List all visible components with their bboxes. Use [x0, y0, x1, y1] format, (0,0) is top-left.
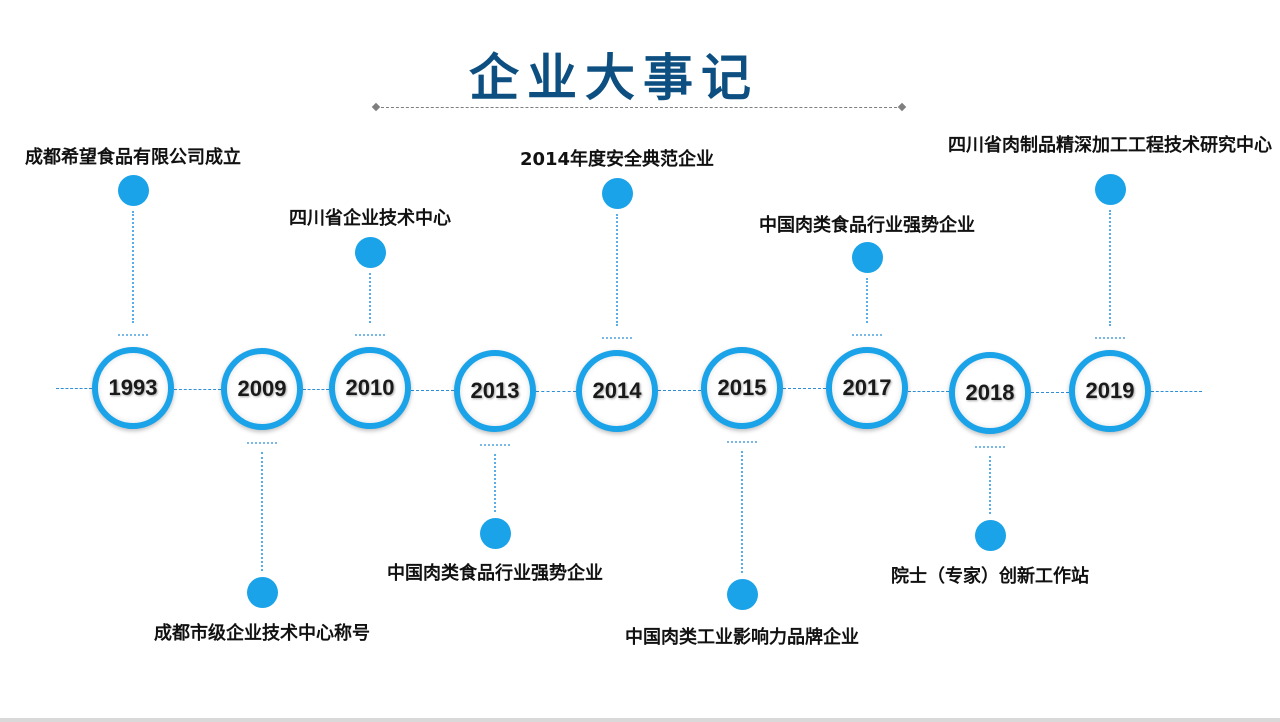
event-dot — [247, 577, 278, 608]
timeline-axis-segment — [1151, 391, 1202, 392]
year-node: 2015 — [701, 347, 783, 429]
year-node: 2018 — [949, 352, 1031, 434]
event-dot — [852, 242, 883, 273]
connector-line — [741, 451, 743, 573]
year-label: 2018 — [965, 380, 1015, 405]
timeline-axis-segment — [536, 391, 576, 392]
connector-tick — [480, 444, 510, 446]
bottom-border — [0, 718, 1280, 722]
title-divider — [376, 107, 902, 108]
connector-tick — [727, 441, 757, 443]
year-node: 2019 — [1069, 350, 1151, 432]
event-dot — [355, 237, 386, 268]
year-label: 2013 — [470, 378, 520, 403]
year-label: 2017 — [842, 375, 892, 400]
connector-line — [261, 452, 263, 571]
event-dot — [975, 520, 1006, 551]
event-dot — [118, 175, 149, 206]
year-node: 2014 — [576, 350, 658, 432]
connector-tick — [975, 446, 1005, 448]
event-label: 四川省肉制品精深加工工程技术研究中心 — [948, 135, 1272, 156]
page-title: 企业大事记 — [469, 49, 759, 107]
year-node: 1993 — [92, 347, 174, 429]
event-label: 成都希望食品有限公司成立 — [25, 147, 241, 168]
year-node: 2017 — [826, 347, 908, 429]
event-dot — [727, 579, 758, 610]
year-node: 2009 — [221, 348, 303, 430]
connector-line — [989, 456, 991, 514]
event-dot — [602, 178, 633, 209]
year-label: 1993 — [108, 375, 158, 400]
timeline-axis-segment — [1031, 392, 1069, 393]
connector-tick — [602, 337, 632, 339]
event-label: 四川省企业技术中心 — [289, 208, 451, 229]
year-node: 2010 — [329, 347, 411, 429]
timeline-axis-segment — [411, 390, 454, 391]
event-label: 成都市级企业技术中心称号 — [154, 623, 370, 644]
year-label: 2009 — [237, 376, 287, 401]
year-label: 2019 — [1085, 378, 1135, 403]
event-label: 2014年度安全典范企业 — [519, 149, 715, 170]
event-label: 院士（专家）创新工作站 — [891, 566, 1089, 587]
year-label: 2014 — [592, 378, 642, 403]
timeline-axis-segment — [174, 389, 221, 390]
connector-tick — [1095, 337, 1125, 339]
timeline-axis-segment — [908, 391, 949, 392]
connector-line — [132, 211, 134, 323]
connector-tick — [118, 334, 148, 336]
year-node: 2013 — [454, 350, 536, 432]
connector-line — [369, 273, 371, 323]
connector-tick — [247, 442, 277, 444]
event-label: 中国肉类食品行业强势企业 — [759, 215, 975, 236]
timeline-axis-segment — [56, 388, 92, 389]
timeline-axis-segment — [783, 388, 826, 389]
connector-tick — [852, 334, 882, 336]
year-label: 2010 — [345, 375, 395, 400]
event-dot — [480, 518, 511, 549]
event-label: 中国肉类食品行业强势企业 — [387, 563, 603, 584]
timeline-axis-segment — [303, 389, 329, 390]
connector-line — [1109, 210, 1111, 326]
connector-line — [866, 278, 868, 323]
event-label: 中国肉类工业影响力品牌企业 — [625, 627, 859, 648]
event-dot — [1095, 174, 1126, 205]
timeline-axis-segment — [658, 390, 701, 391]
connector-line — [616, 214, 618, 326]
connector-line — [494, 454, 496, 512]
year-label: 2015 — [717, 375, 767, 400]
connector-tick — [355, 334, 385, 336]
